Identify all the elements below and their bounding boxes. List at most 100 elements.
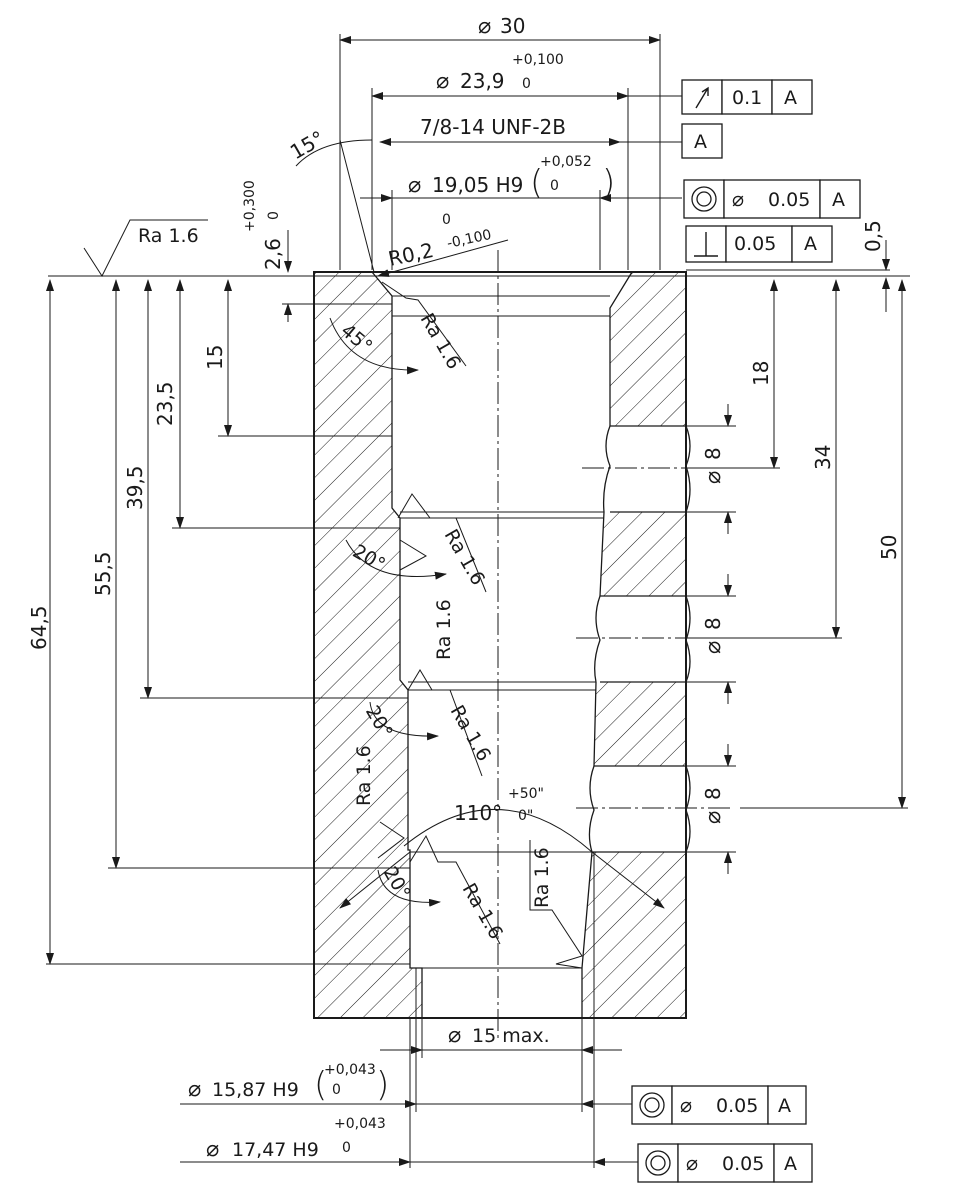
cone-arc-110 xyxy=(403,809,593,853)
gdt-conc1-value: 0.05 xyxy=(768,189,810,211)
dim-dia-15-87-tol-up: +0,043 xyxy=(324,1062,376,1078)
surface-finish-icon xyxy=(381,281,467,367)
datum-label: A xyxy=(694,131,707,153)
dim-angle-110: 110° xyxy=(454,801,502,825)
dim-dia-19-05-tol-up: +0,052 xyxy=(540,154,592,170)
svg-text:): ) xyxy=(602,163,615,203)
angle-arc-20c xyxy=(377,869,441,907)
svg-text:(: ( xyxy=(314,1065,327,1105)
angle-arc-20a xyxy=(345,539,447,580)
dim-50: 50 xyxy=(877,535,901,560)
dim-dia-15-max: 15 max. xyxy=(472,1025,550,1047)
cone-line-right xyxy=(591,851,665,909)
dim-dia-19-05: 19,05 H9 xyxy=(432,173,523,197)
dim-angle-110-tol-low: 0" xyxy=(518,808,533,824)
dim-18: 18 xyxy=(749,361,773,386)
gdt-conc2-value: 0.05 xyxy=(716,1095,758,1117)
leader-radius xyxy=(377,239,509,277)
right-wall-hatch-lower xyxy=(582,852,686,1018)
dim-dia-23-9: 23,9 xyxy=(460,69,505,93)
gdt-perpendicularity-frame: 0.05 A xyxy=(685,225,833,263)
gdt-runout-datum: A xyxy=(784,87,797,109)
diameter-icon: ⌀ xyxy=(408,173,421,198)
angle-arc-15 xyxy=(295,139,373,167)
surface-finish-r2: Ra 1.6 xyxy=(440,526,489,590)
diameter-icon: ⌀ xyxy=(478,14,491,39)
svg-text:): ) xyxy=(376,1065,389,1105)
gdt-concentricity-frame-2: ⌀ 0.05 A xyxy=(631,1085,807,1125)
surface-finish-icon xyxy=(409,834,501,945)
dim-dia-17-47-tol-low: 0 xyxy=(342,1140,351,1156)
right-wall-hatch-mid1 xyxy=(600,512,686,596)
diameter-icon: ⌀ xyxy=(206,1137,219,1162)
gdt-concentricity-frame-1: ⌀ 0.05 A xyxy=(683,179,861,219)
general-surface-finish: Ra 1.6 xyxy=(83,219,208,278)
side-port-1 xyxy=(602,425,691,513)
surface-finish-general: Ra 1.6 xyxy=(138,225,199,247)
surface-finish-icon xyxy=(83,219,208,278)
concentricity-icon xyxy=(691,186,717,212)
dim-port-2: 8 xyxy=(701,617,725,630)
right-wall-hatch-upper xyxy=(610,272,686,426)
diameter-icon: ⌀ xyxy=(188,1077,201,1102)
dim-port-1: 8 xyxy=(701,447,725,460)
diameter-icon: ⌀ xyxy=(680,1093,692,1117)
diameter-icon: ⌀ xyxy=(701,811,726,824)
gdt-datum-a: A xyxy=(681,123,723,159)
right-wall-hatch-mid2 xyxy=(594,682,686,766)
side-port-3 xyxy=(588,765,691,853)
surface-finish-icon xyxy=(407,669,483,777)
dim-dia-17-47-tol-up: +0,043 xyxy=(334,1116,386,1132)
dim-dia-15-87-tol-low: 0 xyxy=(332,1082,341,1098)
dim-0-5: 0,5 xyxy=(861,220,885,252)
dim-radius-tol-up: 0 xyxy=(442,212,451,228)
dim-39-5: 39,5 xyxy=(123,465,147,510)
surface-finish-r6: Ra 1.6 xyxy=(458,880,507,944)
diameter-icon: ⌀ xyxy=(732,187,744,211)
concentricity-icon xyxy=(639,1092,665,1118)
dim-thread: 7/8-14 UNF-2B xyxy=(420,115,566,139)
cone-line-left xyxy=(339,851,411,909)
svg-text:(: ( xyxy=(530,163,543,203)
surface-finish-icon xyxy=(399,539,428,571)
surface-finish-r5: Ra 1.6 xyxy=(353,745,375,806)
gdt-conc2-datum: A xyxy=(778,1095,791,1117)
gdt-runout-value: 0.1 xyxy=(732,87,762,109)
left-dimensions: 15 23,5 39,5 55,5 64,5 xyxy=(27,279,410,965)
dim-radius-tol-low: -0,100 xyxy=(446,227,493,252)
dim-angle-15: 15° xyxy=(286,126,329,165)
gdt-conc3-datum: A xyxy=(784,1153,797,1175)
surface-finish-r4: Ra 1.6 xyxy=(446,702,495,766)
dim-port-3: 8 xyxy=(701,787,725,800)
gdt-perp-value: 0.05 xyxy=(734,233,776,255)
bottom-dimensions: ⌀ 15 max. ⌀ 15,87 H9 ( ) +0,043 0 ⌀ 17,4… xyxy=(180,852,638,1168)
gdt-perp-datum: A xyxy=(804,233,817,255)
surface-finish-icon xyxy=(397,493,487,593)
angle-arc-45 xyxy=(329,317,419,375)
dim-depth-2-6-tol-up: +0,300 xyxy=(242,180,258,232)
gdt-conc1-datum: A xyxy=(832,189,845,211)
dim-15: 15 xyxy=(203,345,227,370)
dim-34: 34 xyxy=(811,445,835,470)
dim-depth-2-6: 2,6 xyxy=(261,238,285,270)
diameter-icon: ⌀ xyxy=(701,641,726,654)
concentricity-icon xyxy=(645,1150,671,1176)
dim-23-5: 23,5 xyxy=(153,381,177,426)
surface-finish-r3: Ra 1.6 xyxy=(433,599,455,660)
dim-dia-30: 30 xyxy=(500,14,525,38)
dim-dia-17-47: 17,47 H9 xyxy=(232,1139,319,1161)
dim-dia-19-05-tol-low: 0 xyxy=(550,178,559,194)
dim-depth-2-6-tol-low: 0 xyxy=(266,211,282,220)
dim-radius: R0,2 xyxy=(386,238,436,271)
dim-dia-23-9-tol-up: +0,100 xyxy=(512,52,564,68)
angle-arc-20b xyxy=(369,701,439,741)
diameter-icon: ⌀ xyxy=(448,1023,461,1048)
gdt-runout-frame: 0.1 A xyxy=(681,79,813,115)
diameter-icon: ⌀ xyxy=(686,1151,698,1175)
surface-finish-r7: Ra 1.6 xyxy=(531,847,553,908)
surface-finish-r1: Ra 1.6 xyxy=(416,310,465,374)
diameter-icon: ⌀ xyxy=(436,69,449,94)
part-outline xyxy=(313,271,687,1019)
gdt-conc3-value: 0.05 xyxy=(722,1153,764,1175)
